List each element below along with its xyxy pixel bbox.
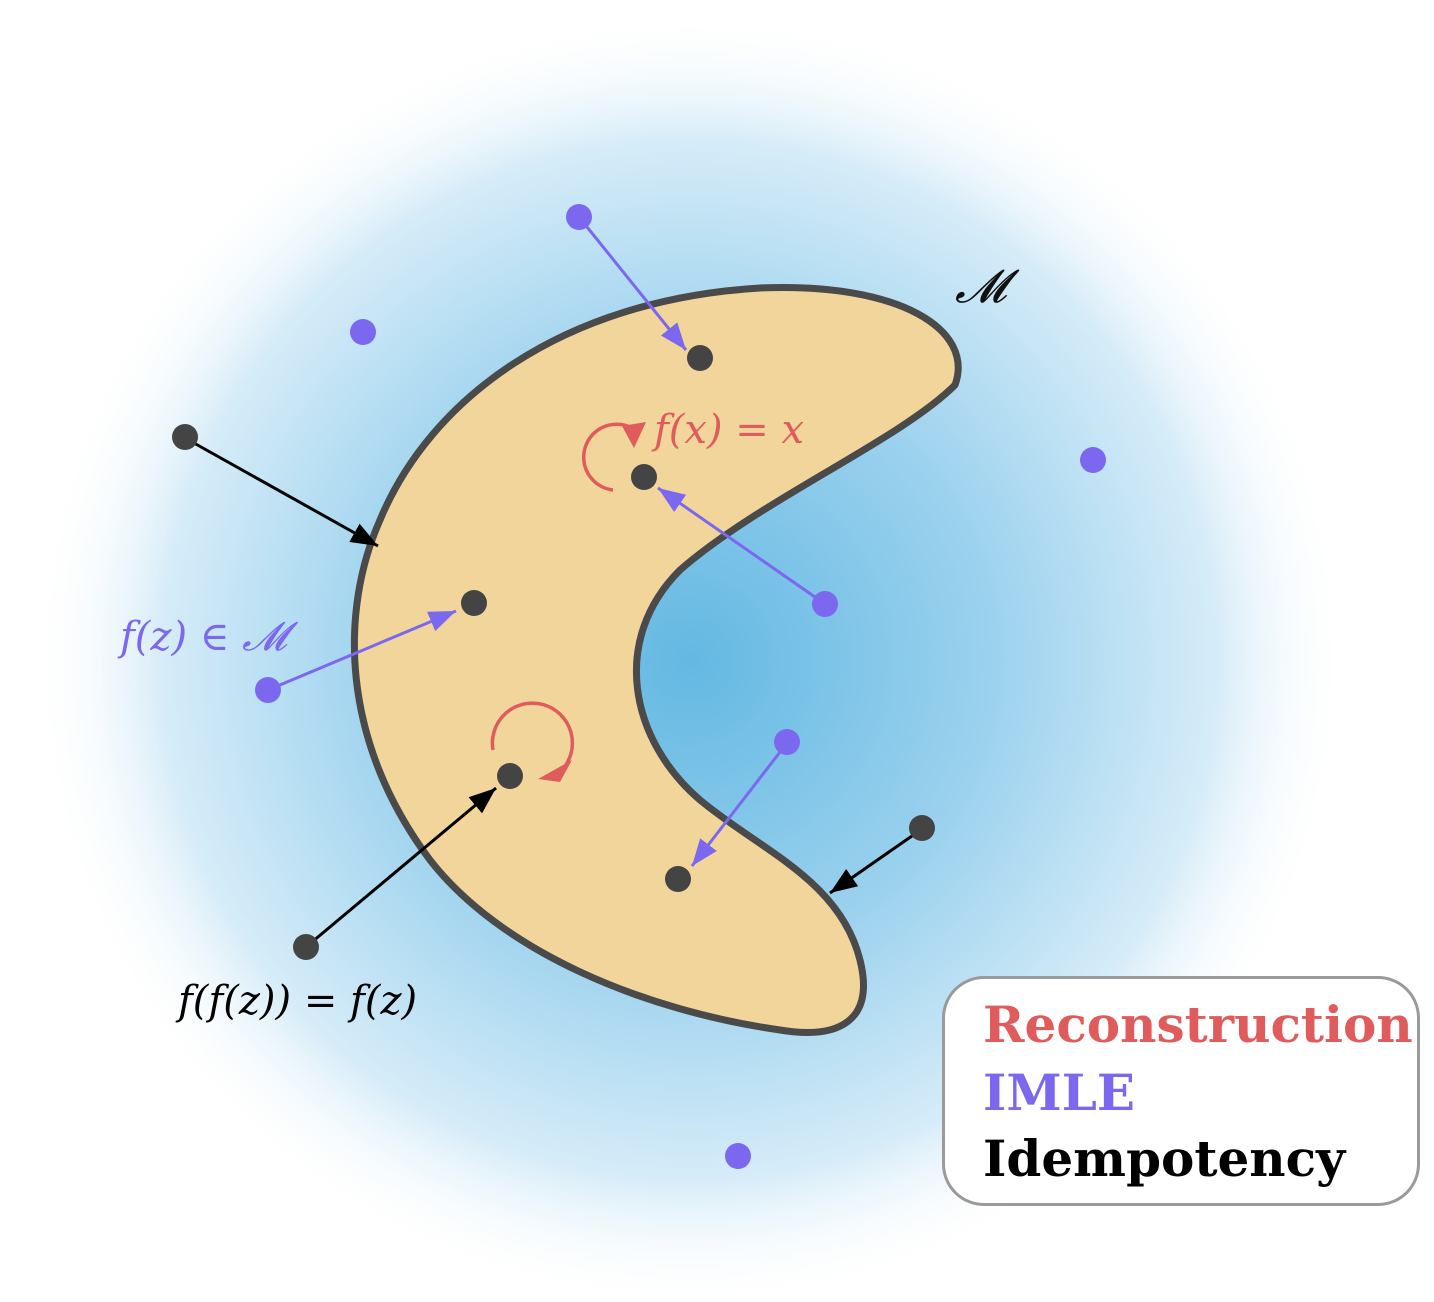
manifold-shape — [350, 283, 962, 1036]
imle-arrow-1 — [577, 216, 688, 351]
circular-arrow-icon — [538, 760, 572, 782]
legend: Reconstruction IMLE Idempotency — [942, 976, 1420, 1206]
imle-arrow-2 — [657, 486, 826, 606]
dot-icon — [665, 866, 691, 892]
dot-icon — [812, 591, 838, 617]
dot-icon — [631, 464, 657, 490]
reconstruction-loop-bottom — [490, 701, 575, 782]
dot-icon — [566, 204, 592, 230]
circular-arrow-icon — [622, 422, 646, 448]
dot-icon — [293, 934, 319, 960]
latent-points — [255, 204, 1106, 1169]
dot-icon — [725, 1143, 751, 1169]
reconstruction-loop-top — [581, 422, 646, 492]
imle-arrow-3 — [267, 609, 457, 692]
dot-icon — [172, 424, 198, 450]
dark-points — [172, 345, 935, 960]
idempotency-arrow-3 — [829, 827, 923, 895]
dot-icon — [687, 345, 713, 371]
dot-icon — [497, 763, 523, 789]
reconstruction-equation: f(x) = x — [651, 407, 804, 453]
imle-arrow-4 — [690, 742, 789, 867]
legend-idempotency: Idempotency — [983, 1129, 1346, 1188]
idempotency-arrow-2 — [305, 786, 497, 949]
dot-icon — [774, 729, 800, 755]
imle-equation: f(z) ∈ 𝓜 — [117, 614, 299, 660]
dot-icon — [350, 319, 376, 345]
idempotency-equation: f(f(z)) = f(z) — [175, 978, 417, 1024]
dot-icon — [461, 590, 487, 616]
legend-imle: IMLE — [983, 1063, 1136, 1122]
dot-icon — [255, 677, 281, 703]
dot-icon — [909, 815, 935, 841]
dot-icon — [1080, 447, 1106, 473]
legend-reconstruction: Reconstruction — [983, 995, 1413, 1054]
idempotency-arrow-1 — [184, 436, 379, 548]
